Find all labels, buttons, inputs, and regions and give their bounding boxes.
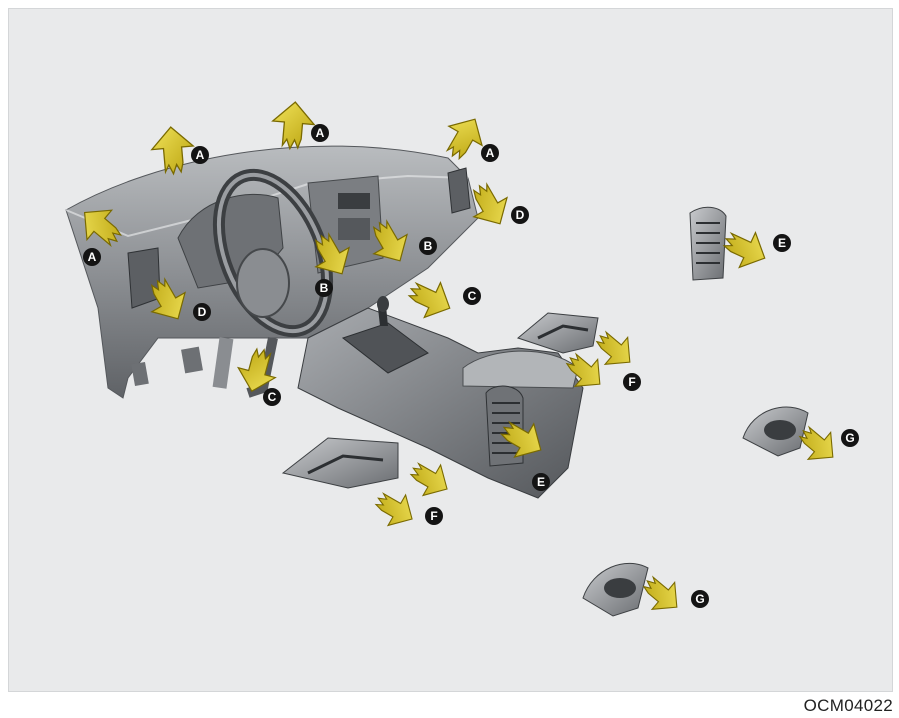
vent-label-text: F — [430, 509, 437, 523]
vent-label-text: D — [516, 208, 525, 222]
vent-label-text: C — [468, 289, 477, 303]
vent-label-text: B — [424, 239, 433, 253]
airflow-arrow — [404, 454, 456, 504]
airflow-arrow — [369, 484, 421, 534]
rear-floor-vent-part-right — [743, 407, 808, 456]
vent-location-illustration: A A A A B B C C D D E E F F G G — [8, 8, 893, 692]
vent-label-text: G — [695, 592, 704, 606]
vent-label-text: C — [268, 390, 277, 404]
vent-label-text: D — [198, 305, 207, 319]
vent-label-text: F — [628, 375, 635, 389]
vent-label-text: E — [778, 236, 786, 250]
vent-label-text: G — [845, 431, 854, 445]
floor-vent-part-lower — [283, 438, 398, 488]
airflow-arrow — [270, 100, 316, 150]
airflow-arrow — [402, 272, 457, 325]
vent-label-text: A — [196, 148, 205, 162]
figure-code: OCM04022 — [804, 696, 893, 716]
vent-label-text: E — [537, 475, 545, 489]
label-g: G G — [691, 429, 859, 608]
vent-label-text: A — [316, 126, 325, 140]
vent-label-text: A — [88, 250, 97, 264]
floor-vent-part-upper — [518, 313, 598, 353]
rear-console-vent-part — [690, 207, 726, 280]
vent-label-text: B — [320, 281, 329, 295]
vent-label-text: A — [486, 146, 495, 160]
rear-floor-vent-part-lower — [583, 563, 648, 616]
